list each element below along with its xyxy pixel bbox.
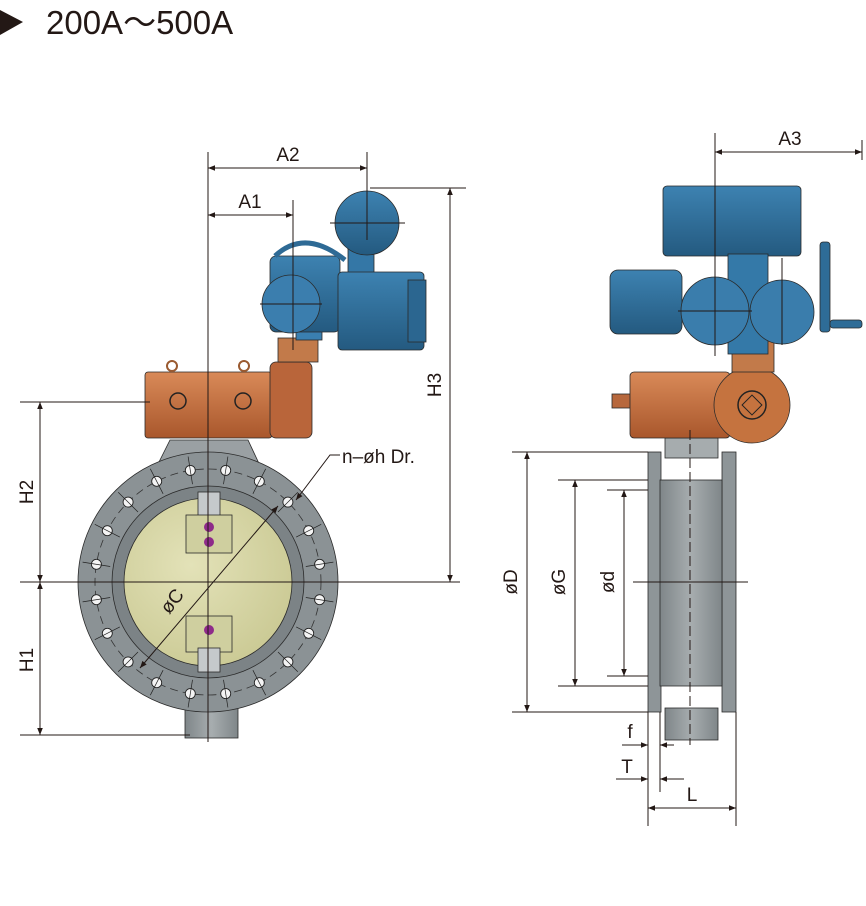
bolt-hole-centerline	[117, 491, 139, 513]
bolt-hole-centerline	[223, 679, 229, 708]
dim-label-h2: H2	[17, 480, 38, 504]
valve-body	[659, 479, 723, 687]
side-view: A3 øD øG ød f T L	[501, 129, 863, 826]
section-title: 200A～500A	[0, 4, 233, 41]
title-text: 200A～500A	[46, 4, 233, 41]
bolt-hole-centerline	[94, 626, 120, 641]
dim-label-length: L	[687, 785, 698, 806]
dim-label-seat-dia: øG	[549, 569, 570, 595]
bottom-boss	[664, 707, 719, 741]
dim-label-thickness: T	[621, 757, 633, 778]
bolt-hole-centerline	[296, 523, 322, 538]
dim-label-flange-od: øD	[501, 569, 522, 594]
bolt-hole-centerline	[296, 626, 322, 641]
bolt-hole-centerline	[149, 670, 164, 696]
bolt-hole-centerline	[305, 561, 334, 567]
bolt-hole-centerline	[252, 670, 267, 696]
flange-bolt-holes	[82, 456, 334, 708]
dim-label-h1: H1	[17, 648, 38, 672]
bolt-hole-centerline	[82, 597, 111, 603]
dim-label-a1: A1	[238, 192, 261, 213]
bolt-hole-centerline	[94, 523, 120, 538]
dim-label-a2: A2	[276, 145, 299, 166]
front-view: A2 A1 H3 H2 H1 øC n–øh Dr.	[17, 145, 466, 742]
pin-icon	[204, 625, 214, 635]
bolt-hole-centerline	[117, 651, 139, 673]
bolt-hole-centerline	[149, 468, 164, 494]
bolt-hole-centerline	[277, 651, 299, 673]
bolt-hole-centerline	[305, 597, 334, 603]
bolt-hole-centerline	[187, 679, 193, 708]
dim-label-a3: A3	[778, 129, 801, 150]
dim-label-face: f	[627, 722, 633, 743]
bolt-hole-centerline	[223, 456, 229, 485]
triangle-right-icon	[0, 10, 23, 35]
pin-icon	[204, 537, 214, 547]
dim-label-h3: H3	[425, 373, 446, 397]
bolt-hole-centerline	[187, 456, 193, 485]
handwheel	[819, 241, 831, 333]
electric-actuator	[609, 185, 863, 355]
dim-label-bore-dia: ød	[598, 571, 619, 593]
label-bolt-holes: n–øh Dr.	[342, 447, 415, 468]
pin-icon	[204, 522, 214, 532]
bolt-hole-centerline	[252, 468, 267, 494]
bolt-hole-centerline	[277, 491, 299, 513]
bolt-hole-centerline	[82, 561, 111, 567]
